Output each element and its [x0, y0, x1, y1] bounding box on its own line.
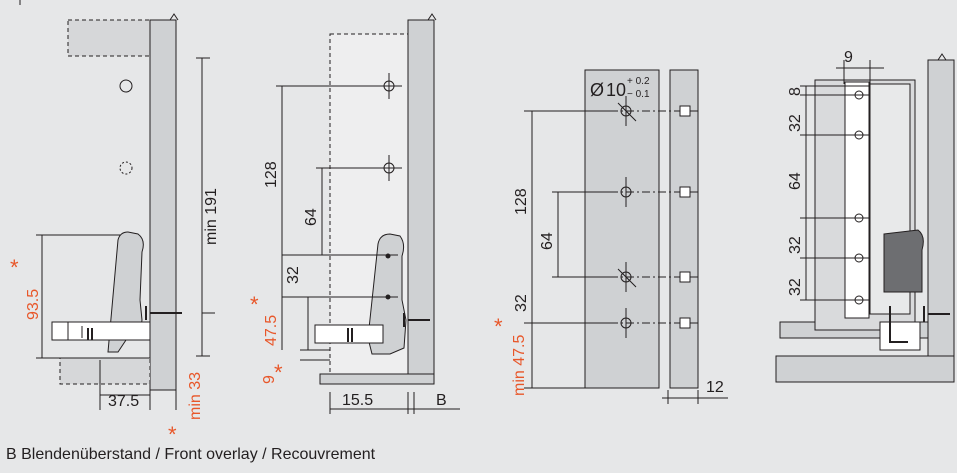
dim-128-v2: 128	[263, 161, 280, 188]
asterisk-47-5: *	[250, 292, 259, 317]
drawer-side-inner	[844, 81, 870, 319]
drawer-front-panel	[584, 69, 660, 389]
asterisk-93-5: *	[10, 255, 19, 280]
dim-32-c-v4: 32	[787, 278, 804, 296]
screw-1	[145, 306, 182, 320]
dim-b-v2: B	[436, 392, 447, 409]
cabinet-side-panel-1	[149, 19, 177, 391]
footer-legend: B Blendenüberstand / Front overlay / Rec…	[6, 446, 376, 463]
system-hole-dashed-1	[119, 161, 133, 175]
view-2-side-section	[276, 13, 460, 414]
tolerance-lower: − 0.1	[627, 89, 650, 100]
edge-slot-1	[679, 105, 691, 117]
dim-min-33: min 33	[187, 372, 204, 420]
asterisk-9: *	[274, 360, 283, 385]
view-2-labels: 128 64 32 47.5 * 9 * 15.5 B	[250, 161, 447, 409]
view-3-front-panel	[524, 69, 728, 404]
dim-64-v4: 64	[787, 172, 804, 190]
edge-slot-4	[679, 317, 691, 329]
dim-37-5: 37.5	[108, 393, 139, 410]
dim-12-v3: 12	[706, 379, 724, 396]
system-hole-1	[119, 79, 133, 93]
dim-8-v4: 8	[787, 87, 804, 96]
dim-9-v4: 9	[844, 49, 853, 66]
front-fixing-profile-2	[367, 233, 407, 355]
drawer-front-edge	[669, 69, 699, 389]
upper-board-dashed	[67, 19, 151, 57]
view-3-labels: Ø 10 + 0.2 − 0.1 128 64 32 min 47.5 * 12	[494, 76, 724, 396]
cabinet-side-panel-2	[407, 19, 435, 375]
dim-min-191: min 191	[203, 188, 220, 245]
bottom-mechanism	[879, 321, 921, 351]
dim-15-5-v2: 15.5	[342, 392, 373, 409]
dim-min-47-5-v3: min 47.5	[511, 335, 528, 396]
edge-slot-3	[679, 271, 691, 283]
screw-2	[403, 313, 430, 327]
tolerance-upper: + 0.2	[627, 76, 650, 87]
dim-93-5: 93.5	[25, 289, 42, 320]
dim-128-v3: 128	[513, 188, 530, 215]
dim-64-v3: 64	[539, 232, 556, 250]
diameter-value: 10	[606, 80, 626, 100]
dim-9-v2: 9	[261, 375, 278, 384]
dim-32-v3: 32	[513, 294, 530, 312]
view-1-side-section	[19, 0, 215, 410]
view-4-labels: 9 8 32 64 32 32	[787, 49, 853, 296]
view-4-drawer-side	[775, 53, 955, 383]
dim-32-v2: 32	[285, 266, 302, 284]
asterisk-min-47-5: *	[494, 314, 503, 339]
dark-back-element	[883, 229, 924, 293]
cabinet-side-panel-4	[927, 59, 955, 357]
dim-47-5-v2: 47.5	[263, 315, 280, 346]
dim-32-b-v4: 32	[787, 236, 804, 254]
asterisk-min-33: *	[168, 422, 177, 447]
view-1-labels: min 191 93.5 * 37.5 min 33 *	[10, 188, 220, 447]
drawer-bottom-1	[51, 321, 151, 341]
diameter-symbol: Ø	[590, 80, 604, 100]
dim-32-a-v4: 32	[787, 114, 804, 132]
lower-board-dashed	[59, 357, 151, 385]
edge-slot-2	[679, 186, 691, 198]
dim-64-v2: 64	[303, 208, 320, 226]
